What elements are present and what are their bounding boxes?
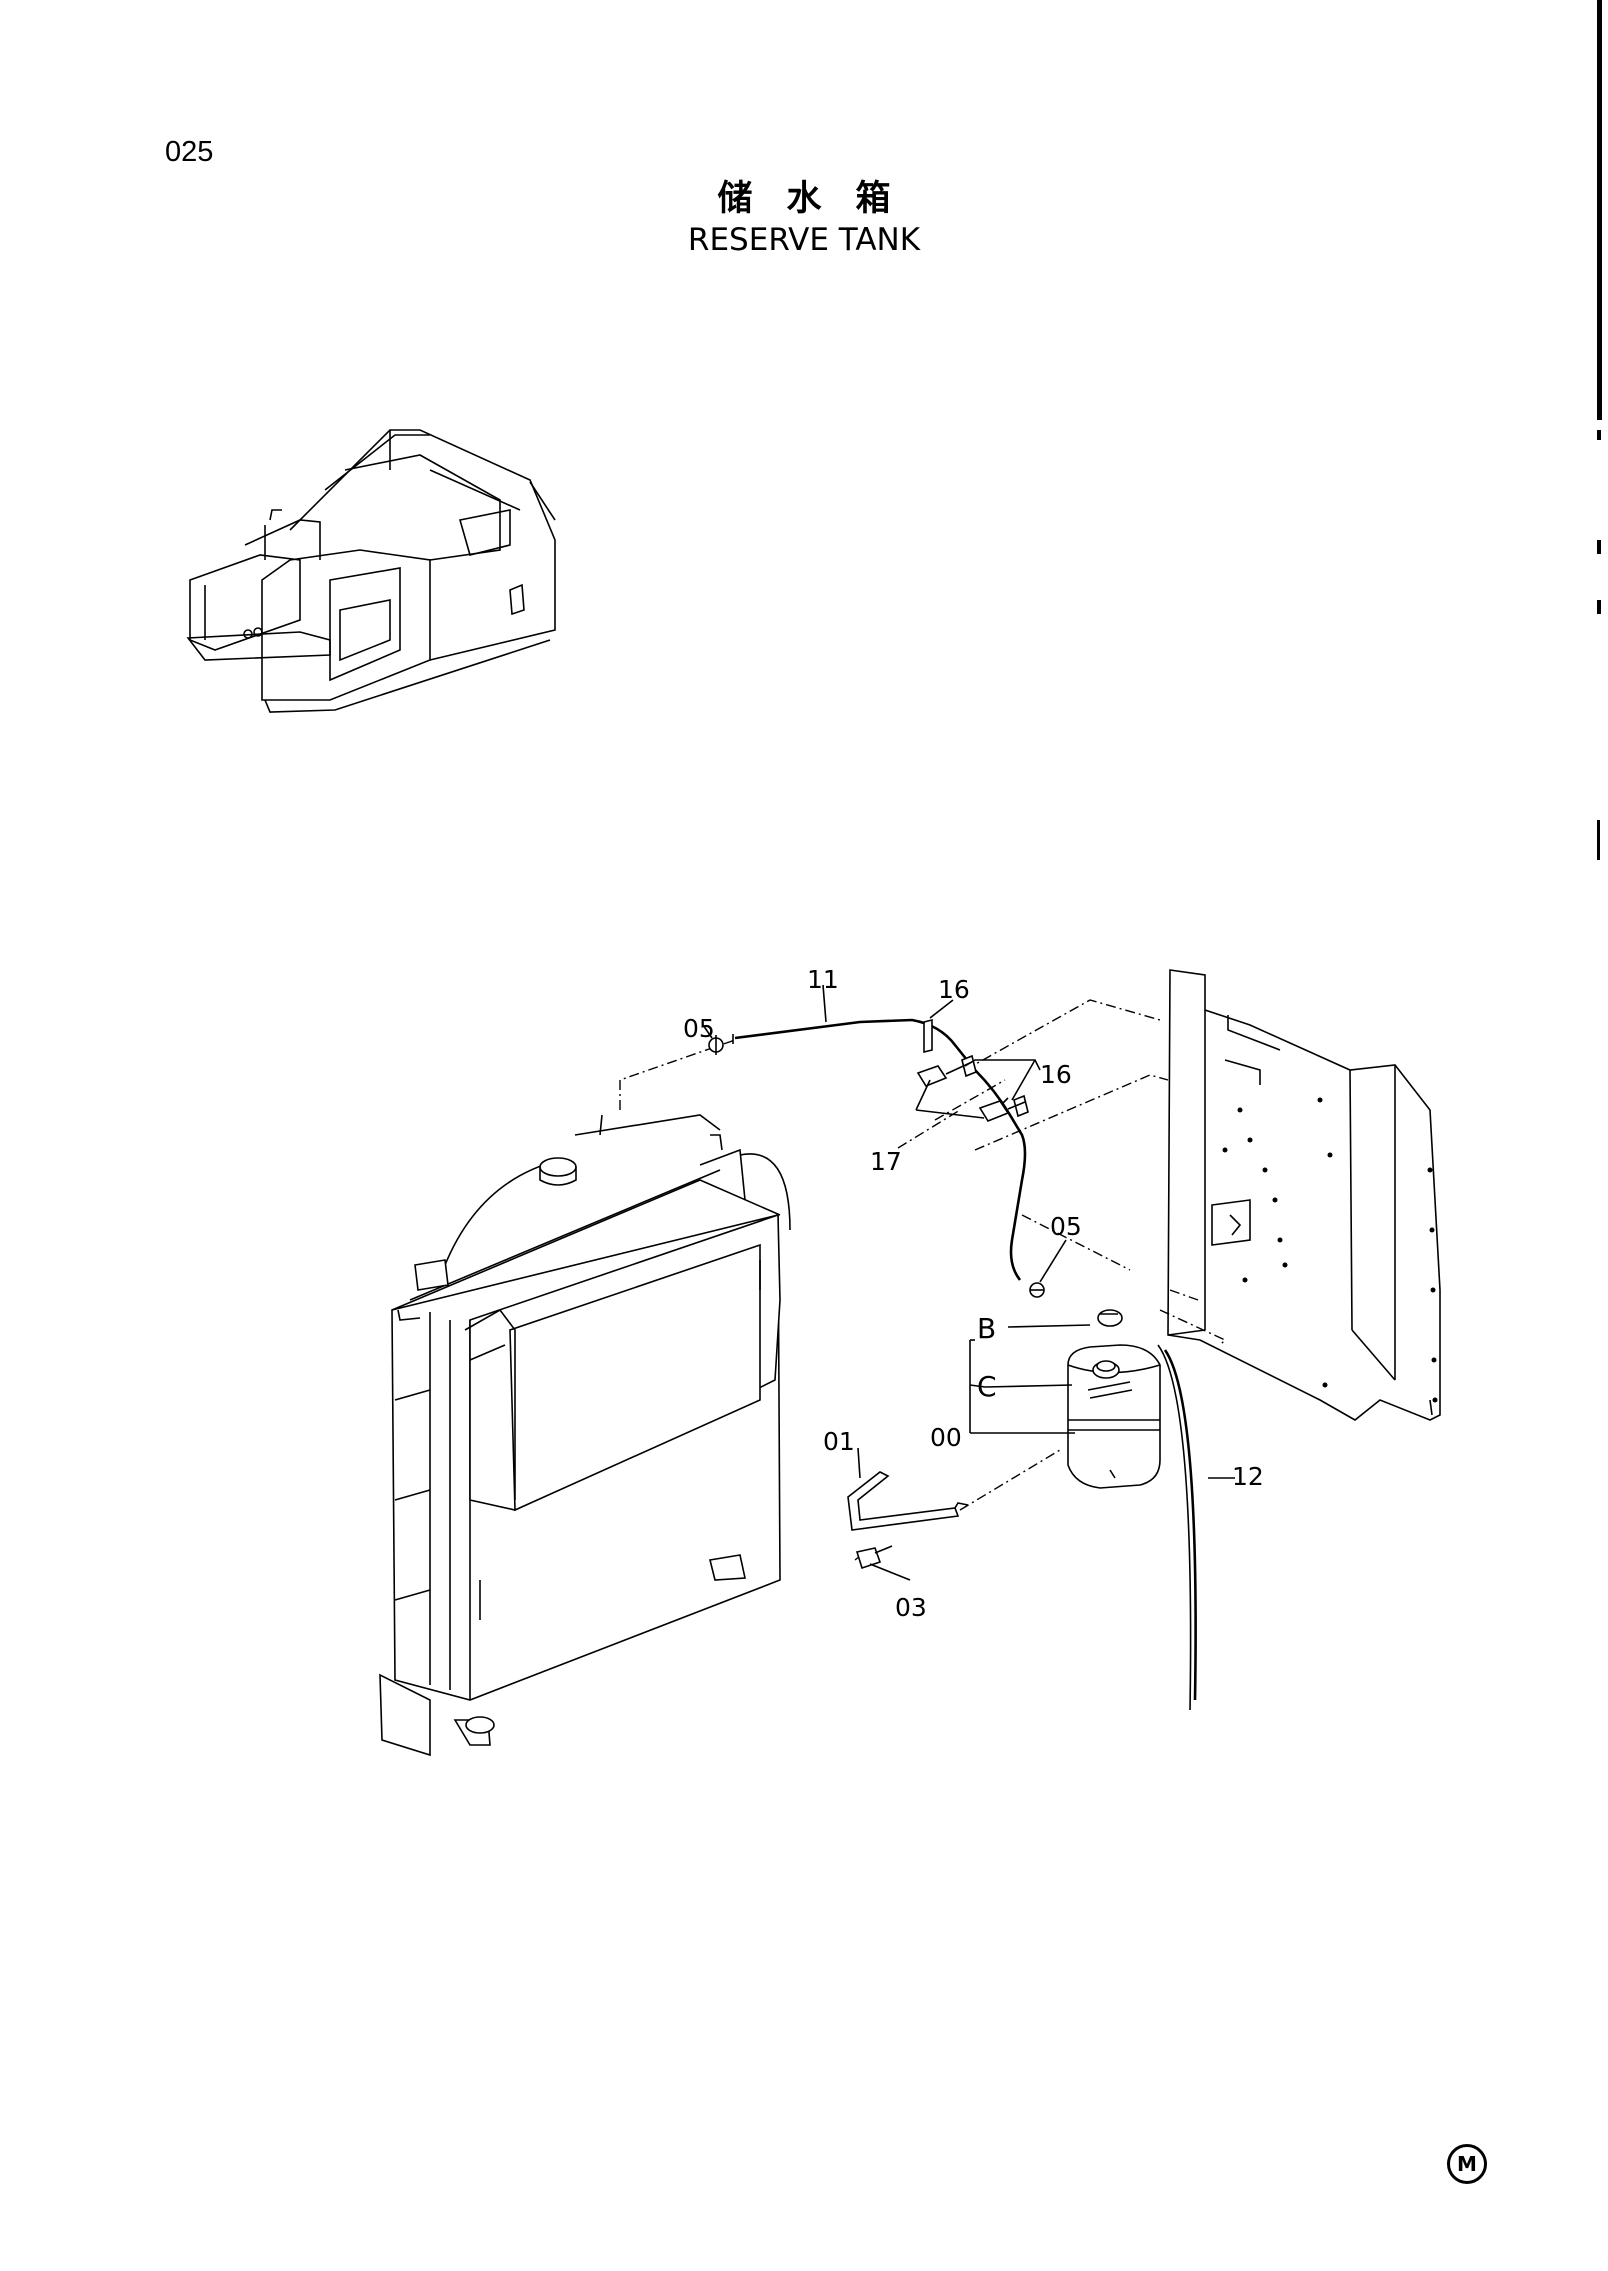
excavator-overview-icon [186, 429, 556, 713]
title-english: RESERVE TANK [687, 222, 921, 258]
callout-B: B [977, 1312, 996, 1345]
callout-05-top: 05 [683, 1014, 715, 1043]
manufacturer-mark: M [1447, 2144, 1487, 2184]
callout-03: 03 [895, 1593, 927, 1622]
reference-lines [619, 999, 1227, 1561]
leader-lines [702, 984, 1235, 1581]
frame-panel-icon [1167, 969, 1441, 1421]
callout-labels: 11 05 16 16 17 05 B C 00 01 12 03 [683, 965, 1264, 1622]
title-chinese: 储水箱 [717, 179, 925, 219]
callout-01: 01 [823, 1427, 855, 1456]
hose-12 [1157, 1344, 1197, 1711]
callout-16-top: 16 [938, 975, 970, 1004]
page-number: 025 [165, 136, 214, 168]
radiator-assembly-icon [379, 1114, 791, 1757]
callout-C: C [977, 1370, 997, 1403]
callout-17: 17 [870, 1147, 902, 1176]
callout-11: 11 [807, 965, 839, 994]
callout-12: 12 [1232, 1462, 1264, 1491]
bolt-icon [855, 1061, 1026, 1570]
callout-16-right: 16 [1040, 1060, 1072, 1089]
hose-clamp-icon [708, 1018, 1045, 1298]
reserve-tank-icon [1067, 1309, 1161, 1489]
scan-edge-marks [1597, 0, 1602, 860]
mounting-bracket-icon [847, 1471, 969, 1531]
callout-05-mid: 05 [1050, 1212, 1082, 1241]
callout-00: 00 [930, 1423, 962, 1452]
